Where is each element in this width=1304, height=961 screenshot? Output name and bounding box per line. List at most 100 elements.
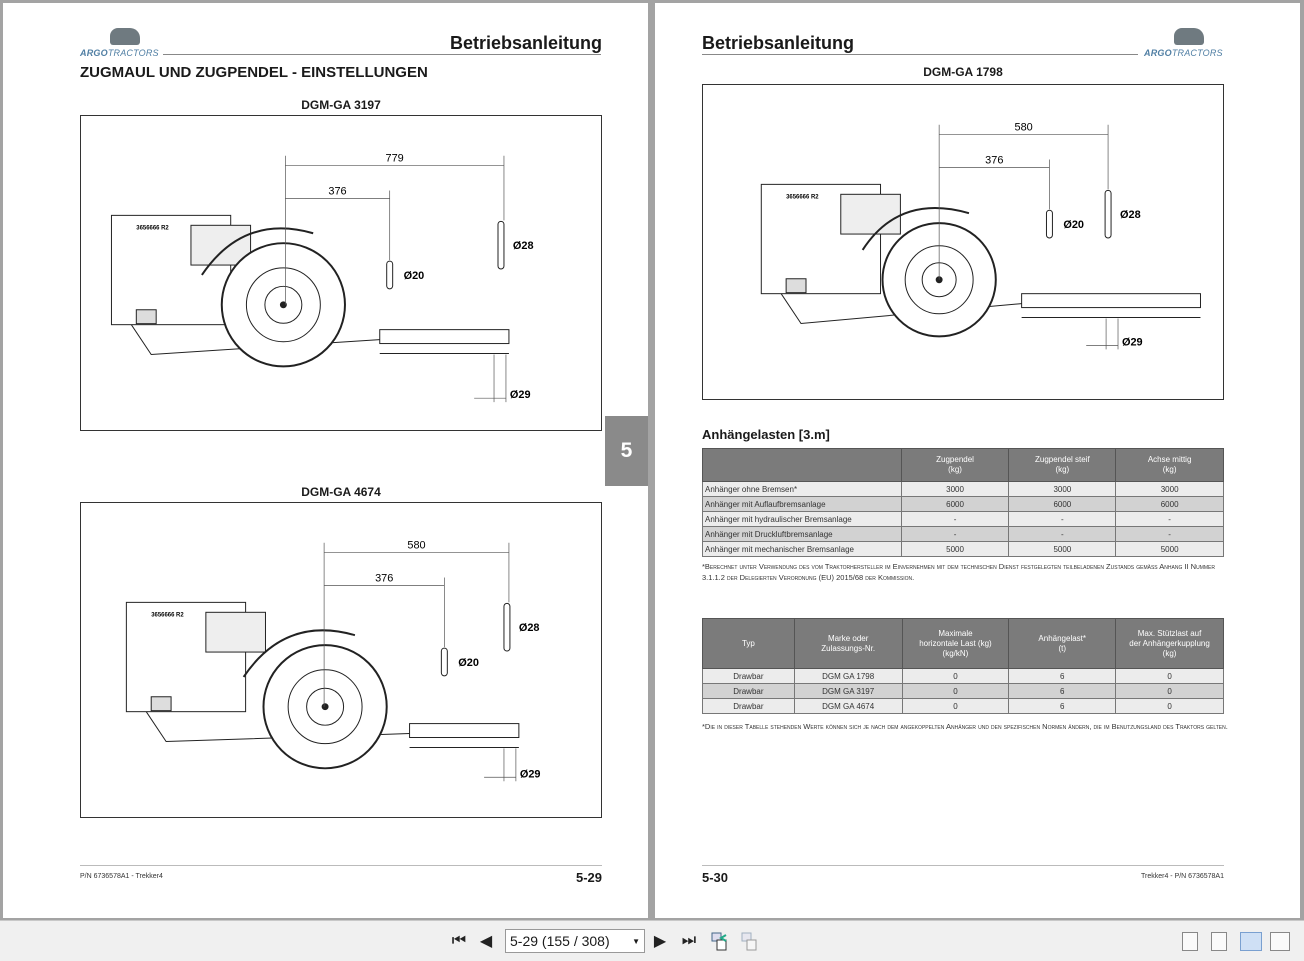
continuous-facing-view-icon[interactable]	[1270, 932, 1290, 951]
footer-part-number: P/N 6736578A1 - Trekker4	[80, 873, 163, 880]
table-cell: Anhänger mit mechanischer Bremsanlage	[702, 541, 902, 557]
footer-part-number: Trekker4 - P/N 6736578A1	[1140, 873, 1224, 880]
next-page-icon[interactable]: ▶	[653, 933, 667, 950]
header-title: Betriebsanleitung	[702, 33, 855, 53]
page-number: 5-29	[575, 870, 602, 885]
right-page: Betriebsanleitung ARGOTRACTORS DGM-GA 17…	[655, 3, 1300, 918]
table-row: Anhänger mit mechanischer Bremsanlage 500…	[702, 541, 1224, 557]
chapter-tab: 5	[605, 416, 648, 486]
left-page: ARGOTRACTORS Betriebsanleitung ZUGMAUL U…	[3, 3, 648, 918]
column-header: Typ	[702, 618, 795, 669]
table-row: Anhänger mit hydraulischer Bremsanlage--…	[702, 511, 1224, 527]
table-cell: -	[900, 526, 1010, 542]
dim-inner-label: 376	[328, 186, 346, 198]
table-cell: 6	[1008, 668, 1117, 684]
table-cell: 0	[1115, 683, 1224, 699]
pin-small-label: Ø20	[458, 657, 479, 669]
loads-table: Zugpendel(kg)Zugpendel steif(kg)Achse mi…	[702, 448, 1224, 557]
column-header: Anhängelast*(t)	[1008, 618, 1117, 669]
table-cell: Drawbar	[702, 683, 795, 699]
diagram-dgm-ga-1798: 580 376 Ø20 Ø28 Ø29 3656666 R2	[702, 84, 1224, 400]
table-cell: Anhänger mit Druckluftbremsanlage	[702, 526, 902, 542]
table-cell: -	[1115, 526, 1224, 542]
table-cell: -	[1008, 526, 1117, 542]
table-cell: 6000	[1008, 496, 1117, 512]
table-cell: Anhänger mit Auflaufbremsanlage	[702, 496, 902, 512]
dim-inner-label: 376	[985, 155, 1003, 167]
diagram-caption: DGM-GA 3197	[301, 98, 381, 112]
table-cell: 0	[1115, 668, 1224, 684]
hitch-label: Ø29	[510, 389, 531, 401]
previous-page-icon[interactable]: ◀	[479, 933, 493, 950]
argo-tractors-logo: ARGOTRACTORS	[80, 28, 162, 58]
last-page-icon[interactable]: ⏭	[681, 932, 697, 949]
dimension-lines	[938, 124, 1119, 350]
pin-small-label: Ø20	[404, 270, 425, 282]
type-note: *Die in dieser Tabelle stehenden Werte k…	[702, 722, 1228, 731]
table-cell: 6000	[900, 496, 1010, 512]
diagram-caption: DGM-GA 4674	[301, 485, 381, 499]
go-back-icon[interactable]	[710, 930, 730, 952]
hitch-label: Ø29	[520, 768, 541, 780]
column-header: Zugpendel(kg)	[900, 448, 1010, 482]
table-cell: Anhänger ohne Bremsen*	[702, 481, 902, 497]
table-cell: DGM GA 1798	[793, 668, 903, 684]
table-cell: -	[1008, 511, 1117, 527]
continuous-view-icon[interactable]	[1211, 932, 1227, 951]
serial-label: 3656666 R2	[786, 194, 819, 200]
table-cell: 3000	[900, 481, 1010, 497]
table-cell: DGM GA 4674	[793, 698, 903, 714]
table-cell: 6	[1008, 683, 1117, 699]
diagram-caption: DGM-GA 1798	[923, 65, 1003, 79]
go-forward-icon[interactable]	[740, 930, 760, 952]
chevron-down-icon: ▼	[632, 936, 640, 946]
table-cell: 3000	[1008, 481, 1117, 497]
table-cell: Anhänger mit hydraulischer Bremsanlage	[702, 511, 902, 527]
first-page-icon[interactable]: ⏮	[451, 932, 467, 949]
dimension-lines	[323, 542, 517, 782]
column-header: Zugpendel steif(kg)	[1008, 448, 1117, 482]
table-header-row: Zugpendel(kg)Zugpendel steif(kg)Achse mi…	[702, 448, 1224, 482]
dim-inner-label: 376	[375, 573, 393, 585]
loads-title: Anhängelasten [3.m]	[702, 427, 830, 442]
table-cell: Drawbar	[702, 668, 795, 684]
dim-outer-label: 580	[407, 540, 425, 552]
serial-label: 3656666 R2	[136, 225, 169, 231]
dim-outer-label: 779	[386, 153, 404, 165]
single-page-view-icon[interactable]	[1182, 932, 1198, 951]
viewer-toolbar: ⏮ ◀ 5-29 (155 / 308)▼ ▶ ⏭	[0, 920, 1304, 961]
loads-note: *Berechnet unter Verwendung des vom Trak…	[702, 562, 1215, 582]
dim-outer-label: 580	[1014, 122, 1032, 134]
table-cell: 3000	[1115, 481, 1224, 497]
section-title: ZUGMAUL UND ZUGPENDEL - EINSTELLUNGEN	[80, 64, 428, 81]
serial-label: 3656666 R2	[151, 612, 184, 618]
table-cell: 5000	[1115, 541, 1224, 557]
hitch-label: Ø29	[1122, 336, 1143, 348]
table-cell: 0	[901, 683, 1010, 699]
dimension-lines	[285, 155, 507, 403]
table-cell: Drawbar	[702, 698, 795, 714]
page-select[interactable]: 5-29 (155 / 308)▼	[505, 929, 645, 953]
table-cell: 5000	[1008, 541, 1117, 557]
column-header: Achse mittig(kg)	[1115, 448, 1224, 482]
table-cell: DGM GA 3197	[793, 683, 903, 699]
table-cell: -	[1115, 511, 1224, 527]
table-cell: 6000	[1115, 496, 1224, 512]
table-cell: -	[900, 511, 1010, 527]
pin-small-label: Ø20	[1063, 219, 1084, 231]
tractor-drawing	[125, 601, 520, 770]
pin-large-label: Ø28	[513, 240, 534, 252]
pin-large-label: Ø28	[519, 622, 540, 634]
facing-view-icon[interactable]	[1240, 932, 1262, 951]
diagram-dgm-ga-4674: 580 376 Ø20 Ø28 Ø29 3656666 R2	[80, 502, 602, 818]
argo-tractors-logo: ARGOTRACTORS	[1144, 28, 1226, 58]
column-header	[702, 448, 902, 482]
